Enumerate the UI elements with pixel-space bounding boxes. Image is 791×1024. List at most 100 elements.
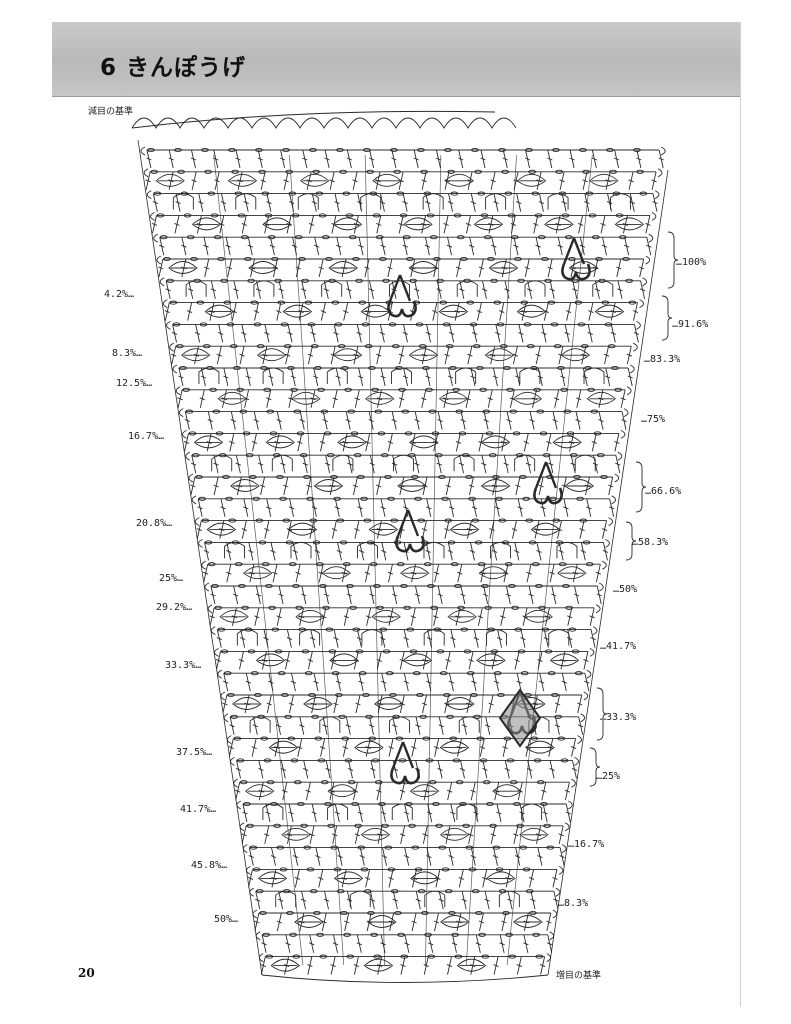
chain-stitch: [403, 605, 411, 610]
chain-stitch: [204, 169, 212, 174]
chain-stitch: [360, 867, 369, 872]
chain-stitch: [293, 780, 302, 785]
chain-stitch: [265, 954, 274, 959]
stitch-crossbar: [479, 746, 485, 750]
chain-stitch: [427, 583, 435, 589]
stitch-crossbar: [306, 484, 312, 488]
stitch-crossbar: [470, 855, 476, 859]
stitch-crossbar: [380, 942, 386, 946]
petal-motif: [230, 479, 260, 492]
edge-loop: [162, 299, 168, 309]
stitch-crossbar: [184, 419, 190, 423]
arch-stitch: [253, 280, 275, 297]
stitch-crossbar: [496, 637, 503, 641]
chain-stitch: [503, 736, 512, 741]
petal-motif: [191, 217, 222, 231]
petal-motif: [337, 435, 367, 449]
chain-stitch: [380, 453, 389, 458]
chain-stitch: [576, 496, 584, 501]
chain-stitch: [414, 496, 422, 501]
stitch-crossbar: [525, 462, 532, 466]
stitch-crossbar: [485, 724, 491, 728]
chain-stitch: [369, 562, 378, 567]
stitch-crossbar: [311, 506, 318, 510]
chain-stitch: [339, 540, 348, 545]
chain-stitch: [147, 147, 155, 153]
chain-stitch: [478, 932, 486, 937]
chain-stitch: [441, 496, 449, 501]
stitch-crossbar: [346, 898, 353, 902]
chain-stitch: [175, 344, 184, 349]
stitch-crossbar: [294, 876, 301, 880]
stitch-crossbar: [465, 222, 472, 226]
chain-stitch: [226, 322, 235, 327]
stitch-crossbar: [240, 637, 246, 641]
stitch-crossbar: [482, 876, 488, 880]
stitch-crossbar: [241, 331, 247, 335]
stitch-crossbar: [346, 593, 352, 597]
chain-stitch: [375, 235, 384, 240]
stitch-crossbar: [402, 244, 408, 248]
edge-loop: [623, 408, 629, 418]
chain-stitch: [250, 671, 259, 676]
chain-stitch: [558, 562, 567, 567]
edge-loop: [207, 604, 213, 614]
left-pct-label: 12.5%…: [116, 378, 153, 389]
stitch-crossbar: [652, 201, 658, 205]
chain-stitch: [277, 671, 286, 676]
stitch-crossbar: [346, 288, 352, 292]
petal-motif: [287, 522, 318, 536]
stitch-crossbar: [258, 767, 264, 771]
petal-motif: [282, 304, 313, 318]
stitch-crossbar: [458, 876, 464, 880]
stitch-crossbar: [323, 288, 329, 292]
chain-stitch: [511, 605, 519, 610]
chain-stitch: [499, 344, 508, 349]
edge-loop: [608, 517, 613, 527]
stitch-crossbar: [576, 397, 582, 401]
stitch-crossbar: [319, 440, 326, 444]
chain-stitch: [365, 714, 373, 719]
stitch-crossbar: [288, 702, 295, 706]
chain-stitch: [188, 431, 197, 436]
petal-motif: [473, 217, 504, 231]
stitch-crossbar: [414, 593, 421, 597]
stitch-crossbar: [421, 179, 427, 183]
chain-stitch: [391, 344, 400, 349]
chain-stitch: [326, 453, 335, 458]
stitch-crossbar: [181, 244, 187, 248]
chain-stitch: [568, 627, 577, 632]
stitch-crossbar: [203, 571, 209, 575]
chain-stitch: [465, 845, 474, 850]
chain-stitch: [266, 780, 275, 785]
stitch-crossbar: [220, 506, 226, 510]
stitch-crossbar: [403, 811, 410, 815]
chain-stitch: [261, 191, 270, 196]
bold-chain-loop: [387, 300, 417, 318]
stitch-crossbar: [239, 353, 245, 357]
stitch-crossbar: [459, 288, 465, 292]
chain-stitch: [551, 692, 559, 698]
stitch-crossbar: [354, 833, 361, 837]
petal-motif: [295, 609, 325, 623]
chain-stitch: [262, 932, 270, 937]
chain-stitch: [535, 583, 543, 589]
petal-motif: [568, 261, 599, 274]
stitch-crossbar: [216, 637, 222, 641]
edge-loop: [223, 713, 229, 723]
edge-loop: [602, 560, 607, 570]
stitch-crossbar: [492, 855, 499, 859]
stitch-crossbar: [583, 658, 589, 662]
chain-stitch: [159, 235, 168, 240]
petal-motif: [410, 871, 440, 885]
stitch-crossbar: [535, 353, 541, 357]
edge-loop: [169, 342, 174, 352]
page-title: 6 きんぽうげ: [100, 55, 247, 81]
stitch-crossbar: [475, 942, 481, 946]
right-pct-label: …16.7%: [568, 839, 605, 850]
chain-stitch: [303, 474, 311, 480]
chain-stitch: [351, 801, 359, 807]
bold-chain-loop: [390, 767, 420, 785]
stitch-crossbar: [487, 397, 493, 401]
chain-stitch: [536, 409, 545, 414]
